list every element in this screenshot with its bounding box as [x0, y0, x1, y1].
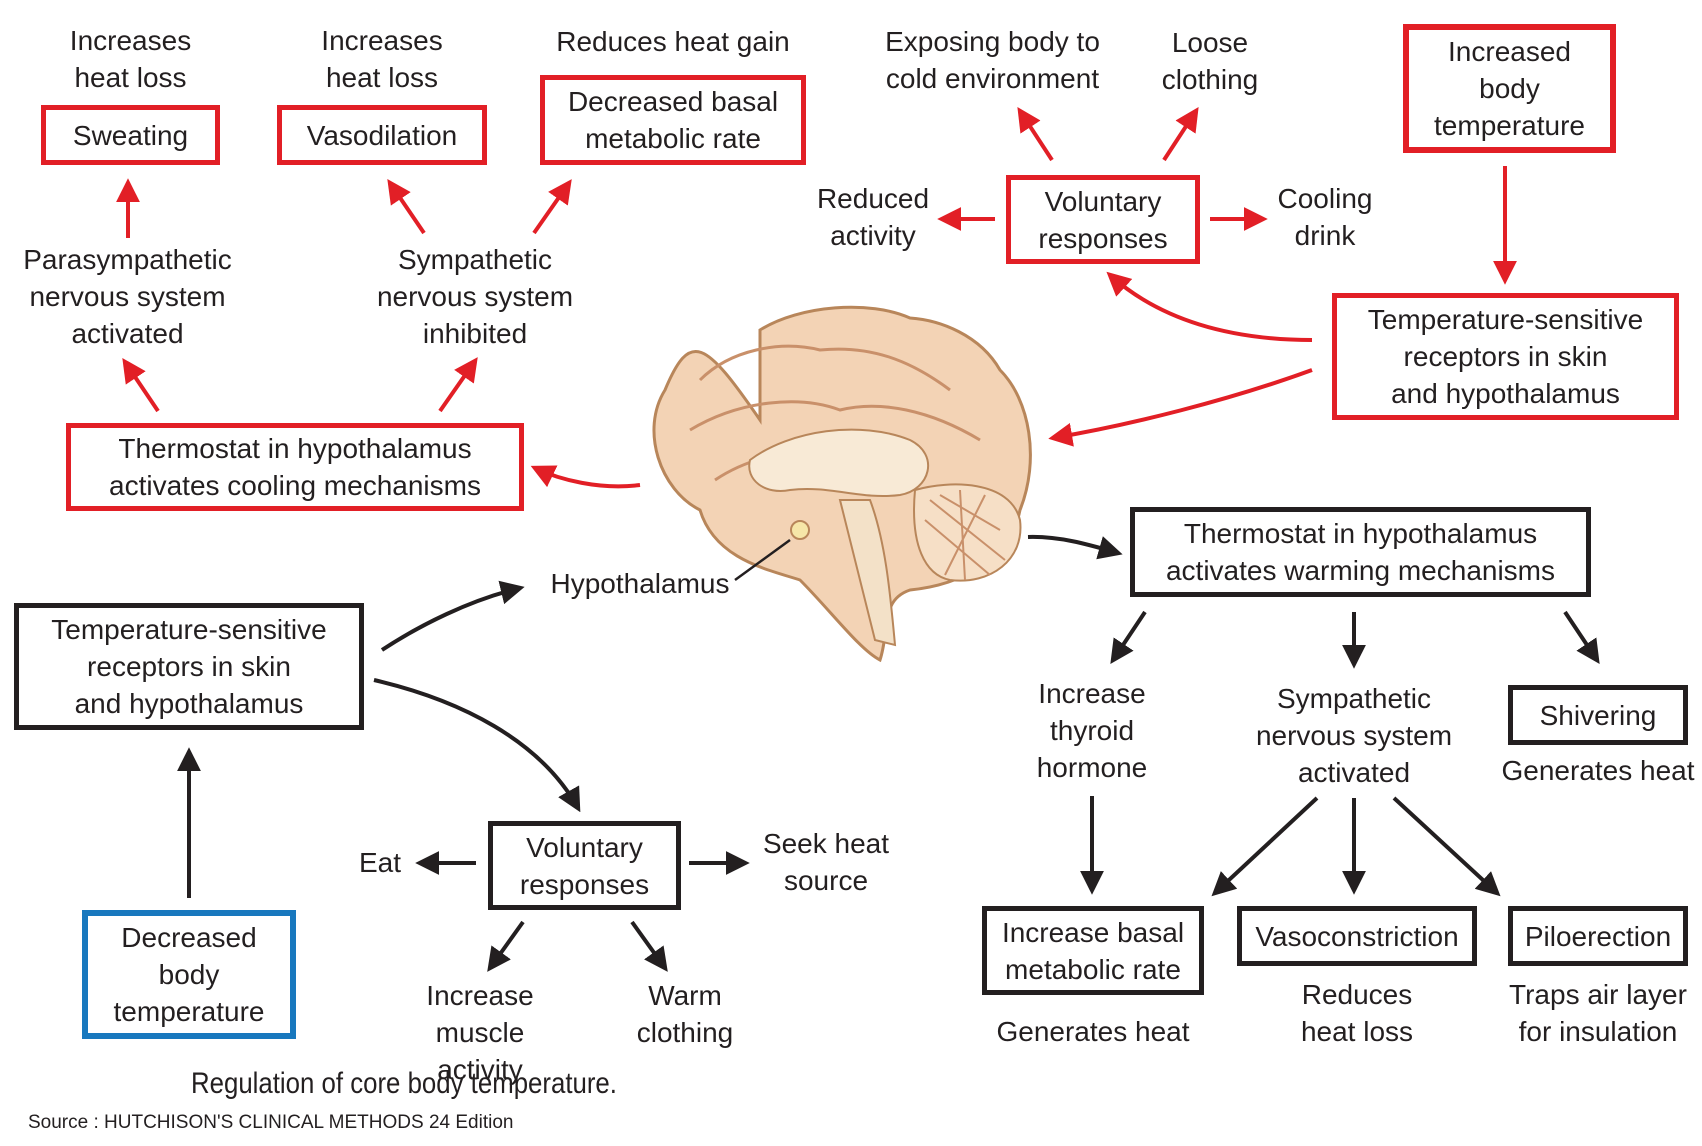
warming-voluntary-box: Voluntary responses: [488, 821, 681, 910]
warming-arrows: [177, 534, 1600, 972]
cooling-drink-text: Cooling drink: [1277, 183, 1373, 251]
sweating-box: Sweating: [41, 105, 220, 165]
shivering-effect-text: Generates heat: [1501, 755, 1695, 786]
hypothalamus-pointer: [734, 538, 791, 582]
warm-clothing-text: Warm clothing: [636, 980, 734, 1048]
eat-text: Eat: [358, 847, 402, 878]
cooling-arrows: [116, 106, 1517, 489]
loose-clothing-text: Loose clothing: [1161, 27, 1259, 95]
decreased-bmr-box: Decreased basal metabolic rate: [540, 75, 806, 165]
vasoconstriction-box: Vasoconstriction: [1237, 906, 1477, 966]
reduced-activity-text: Reduced activity: [816, 183, 930, 251]
cold-environment-text: Exposing body to cold environment: [885, 26, 1100, 94]
seek-heat-text: Seek heat source: [762, 828, 890, 896]
sympathetic-inhibited-text: Sympathetic nervous system inhibited: [376, 244, 574, 349]
figure-caption: Regulation of core body temperature.: [191, 1067, 617, 1100]
warming-receptors-box: Temperature-sensitive receptors in skin …: [14, 603, 364, 730]
bmr-effect-text: Reduces heat gain: [556, 26, 790, 57]
muscle-activity-text: Increase muscle activity: [426, 980, 534, 1085]
piloerection-effect-text: Traps air layer for insulation: [1509, 979, 1687, 1047]
increase-bmr-box: Increase basal metabolic rate: [982, 906, 1204, 995]
vasoconstriction-effect-text: Reduces heat loss: [1300, 979, 1414, 1047]
thyroid-hormone-text: Increase thyroid hormone: [1036, 678, 1148, 783]
vasodilation-effect-text: Increases heat loss: [321, 25, 443, 93]
hypothalamus-label: Hypothalamus: [550, 568, 730, 599]
brain-illustration: [652, 305, 1032, 663]
piloerection-box: Piloerection: [1508, 906, 1688, 966]
source-citation: Source : HUTCHISON'S CLINICAL METHODS 24…: [28, 1112, 514, 1133]
vasodilation-box: Vasodilation: [277, 105, 487, 165]
cooling-receptors-box: Temperature-sensitive receptors in skin …: [1332, 293, 1679, 420]
increased-temperature-box: Increased body temperature: [1403, 24, 1616, 153]
increase-bmr-effect-text: Generates heat: [996, 1016, 1190, 1047]
shivering-box: Shivering: [1508, 685, 1688, 745]
cooling-thermostat-box: Thermostat in hypothalamus activates coo…: [66, 423, 524, 511]
warming-thermostat-box: Thermostat in hypothalamus activates war…: [1130, 507, 1591, 597]
decreased-temperature-box: Decreased body temperature: [82, 910, 296, 1039]
sympathetic-activated-text: Sympathetic nervous system activated: [1255, 683, 1453, 788]
cooling-voluntary-box: Voluntary responses: [1006, 175, 1200, 264]
sweating-effect-text: Increases heat loss: [69, 25, 192, 93]
parasympathetic-activated-text: Parasympathetic nervous system activated: [23, 244, 232, 349]
